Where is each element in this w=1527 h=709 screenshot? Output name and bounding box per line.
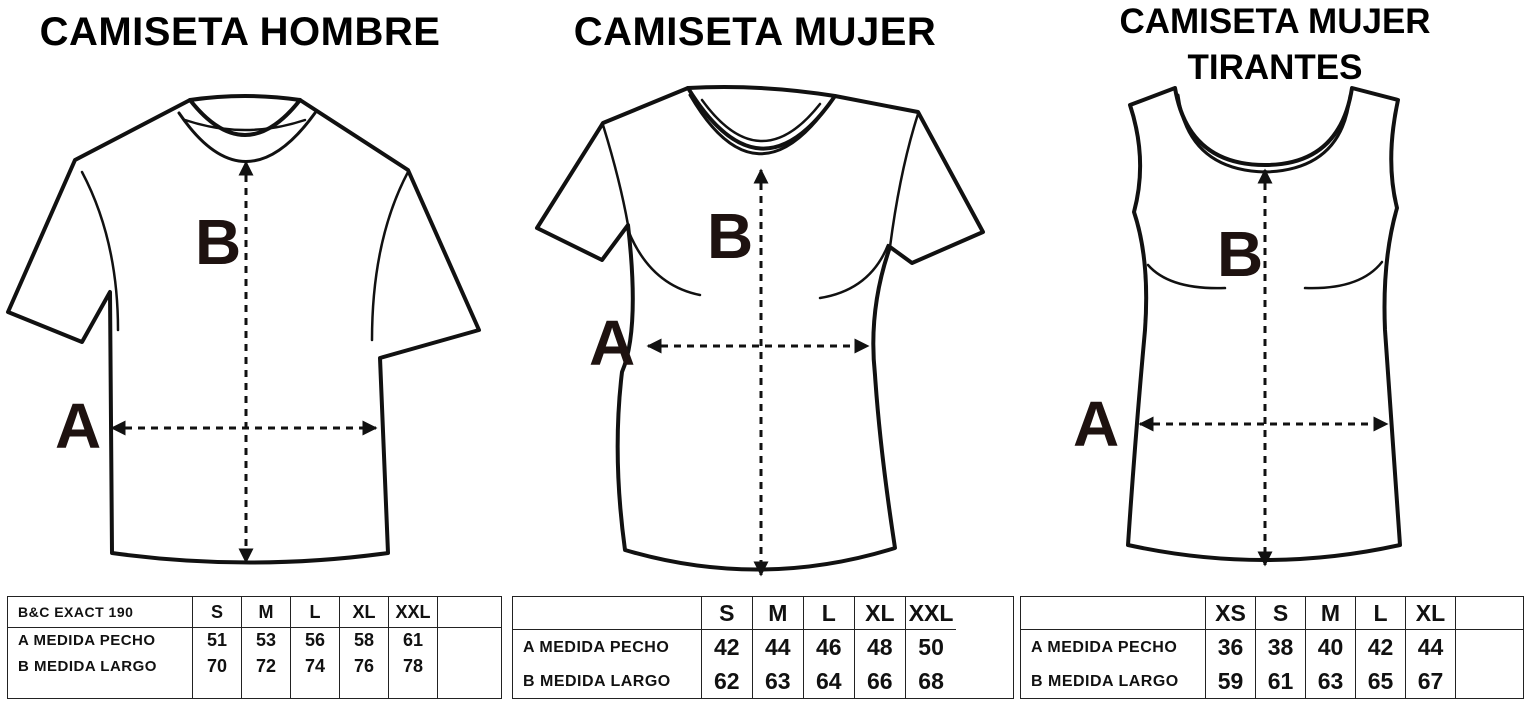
- size-header: XL: [339, 596, 389, 628]
- table-cell: 42: [1355, 629, 1406, 666]
- row-label: A MEDIDA PECHO: [1031, 638, 1178, 656]
- marker-a-tank: A: [1073, 388, 1119, 460]
- table-cell: 61: [1255, 665, 1306, 699]
- size-header: S: [700, 596, 753, 631]
- table-cell: 42: [700, 629, 753, 666]
- men-tshirt-icon: [6, 94, 481, 565]
- table-cell: 59: [1205, 665, 1256, 699]
- size-header: M: [1305, 596, 1356, 631]
- marker-b-tank: B: [1217, 218, 1263, 290]
- size-table-women: S M L XL XXL A MEDIDA PECHO 42 44 46 48 …: [512, 596, 1014, 699]
- row-label: B MEDIDA LARGO: [18, 658, 157, 675]
- marker-a-men: A: [55, 390, 101, 462]
- table-cell: 58: [339, 627, 389, 654]
- table-cell: 63: [751, 665, 804, 699]
- marker-b-women: B: [707, 200, 753, 272]
- size-header: M: [241, 596, 291, 628]
- table-cell: 44: [1405, 629, 1456, 666]
- table-cell: 70: [192, 653, 242, 680]
- garment-illustrations: B A B A B A: [6, 85, 1402, 577]
- empty-cell: [512, 596, 702, 631]
- row-label: A MEDIDA PECHO: [18, 632, 156, 650]
- title-men-tshirt: CAMISETA HOMBRE: [39, 10, 441, 54]
- empty-cell: [437, 627, 502, 654]
- table-cell: 62: [700, 665, 753, 699]
- table-row: A MEDIDA PECHO 51 53 56 58 61: [8, 627, 502, 654]
- size-header: XL: [853, 596, 906, 631]
- size-header: L: [290, 596, 340, 628]
- size-header: S: [192, 596, 242, 628]
- size-header: XXL: [388, 596, 438, 628]
- table-cell: 65: [1355, 665, 1406, 699]
- marker-b-men: B: [195, 206, 241, 278]
- table-cell: 53: [241, 627, 291, 654]
- table-row: A MEDIDA PECHO 36 38 40 42 44: [1021, 629, 1524, 666]
- measure-arrow-icon: [110, 160, 378, 564]
- table-men-header-label: B&C EXACT 190: [7, 596, 193, 628]
- table-cell: 61: [388, 627, 438, 654]
- size-table-tank: XS S M L XL A MEDIDA PECHO 36 38 40 42 4…: [1020, 596, 1524, 699]
- table-cell: 66: [853, 665, 906, 699]
- table-row: A MEDIDA PECHO 42 44 46 48 50: [513, 629, 1014, 666]
- table-cell: 50: [904, 629, 957, 666]
- measure-arrow-icon: [646, 168, 870, 577]
- size-header: L: [1355, 596, 1406, 631]
- table-cell: 63: [1305, 665, 1356, 699]
- table-cell: 67: [1405, 665, 1456, 699]
- title-tank-top-line2: TIRANTES: [1187, 48, 1363, 87]
- table-cell: 72: [241, 653, 291, 680]
- table-cell: 76: [339, 653, 389, 680]
- row-label: A MEDIDA PECHO: [523, 638, 670, 656]
- row-label: B MEDIDA LARGO: [1031, 672, 1179, 690]
- marker-a-women: A: [589, 307, 635, 379]
- empty-cell: [437, 596, 502, 628]
- table-cell: 40: [1305, 629, 1356, 666]
- table-cell: 78: [388, 653, 438, 680]
- measure-arrow-icon: [1138, 168, 1389, 567]
- table-row: B MEDIDA LARGO 59 61 63 65 67: [1021, 665, 1524, 699]
- title-women-tshirt: CAMISETA MUJER: [573, 10, 937, 54]
- table-cell: 46: [802, 629, 855, 666]
- size-header: L: [802, 596, 855, 631]
- empty-cell: [1455, 665, 1524, 699]
- table-cell: 56: [290, 627, 340, 654]
- table-cell: 51: [192, 627, 242, 654]
- empty-cell: [437, 653, 502, 680]
- size-header: M: [751, 596, 804, 631]
- row-label: B MEDIDA LARGO: [523, 672, 671, 690]
- table-cell: 44: [751, 629, 804, 666]
- table-row: B MEDIDA LARGO 62 63 64 66 68: [513, 665, 1014, 699]
- table-cell: 36: [1205, 629, 1256, 666]
- size-header: S: [1255, 596, 1306, 631]
- table-cell: 64: [802, 665, 855, 699]
- size-header: XS: [1205, 596, 1256, 631]
- size-table-men: B&C EXACT 190 S M L XL XXL A MEDIDA PECH…: [7, 596, 502, 699]
- table-row: B MEDIDA LARGO 70 72 74 76 78: [8, 653, 502, 680]
- empty-cell: [1020, 596, 1206, 631]
- title-tank-top-line1: CAMISETA MUJER: [1119, 2, 1431, 41]
- tank-top-icon: [1126, 86, 1402, 562]
- empty-cell: [1455, 596, 1524, 631]
- table-cell: 48: [853, 629, 906, 666]
- table-cell: 74: [290, 653, 340, 680]
- size-header: XL: [1405, 596, 1456, 631]
- size-header: XXL: [904, 596, 957, 631]
- table-cell: 68: [904, 665, 957, 699]
- empty-cell: [1455, 629, 1524, 666]
- table-cell: 38: [1255, 629, 1306, 666]
